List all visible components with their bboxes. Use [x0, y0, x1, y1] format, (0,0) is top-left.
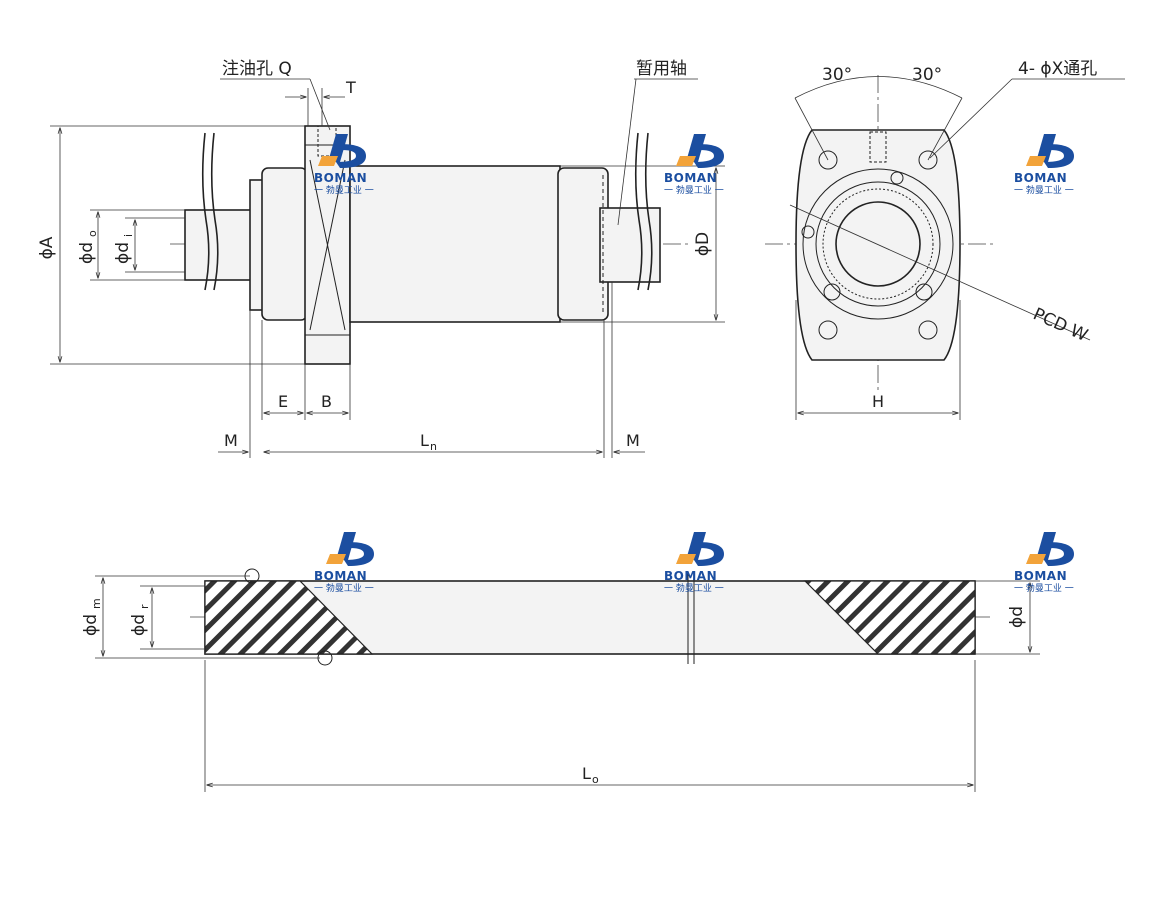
angle-left-label: 30° — [822, 65, 852, 85]
logo-mark-icon — [1036, 532, 1056, 560]
watermark-logo: BOMAN 一 勃曼工业 一 — [1014, 134, 1074, 196]
dim-dr-sub: r — [138, 604, 151, 609]
dim-H-label: H — [872, 392, 884, 411]
bolt-hole-2 — [918, 150, 938, 170]
oil-hole-label: 注油孔 Q — [222, 59, 292, 79]
logo-brand-cn: 一 勃曼工业 一 — [314, 582, 374, 594]
logo-brand: BOMAN — [314, 171, 367, 185]
logo-brand-cn: 一 勃曼工业 一 — [1014, 582, 1074, 594]
logo-brand: BOMAN — [314, 569, 367, 583]
dim-B-label: B — [321, 392, 332, 411]
bolt-hole-1 — [818, 150, 838, 170]
pcd-label: PCD W — [1030, 304, 1091, 346]
dim-E-label: E — [278, 392, 288, 411]
dim-do-label: ϕd — [77, 242, 97, 264]
dim-D-label: ϕD — [693, 232, 713, 256]
logo-mark-icon — [336, 532, 356, 560]
nut-body — [349, 165, 561, 323]
dim-M-right-label: M — [626, 431, 640, 450]
logo-mark-icon — [328, 134, 348, 162]
logo-brand: BOMAN — [664, 171, 717, 185]
watermark-logo: BOMAN 一 勃曼工业 一 — [664, 134, 724, 196]
watermark-logo: BOMAN 一 勃曼工业 一 — [314, 532, 374, 594]
dim-Lo-label: L — [582, 764, 591, 783]
shaft-label: 暂用轴 — [636, 59, 687, 79]
logo-brand-cn: 一 勃曼工业 一 — [664, 184, 724, 196]
angle-right-label: 30° — [912, 65, 942, 85]
left-collar — [261, 167, 308, 321]
watermark-logo: BOMAN 一 勃曼工业 一 — [664, 532, 724, 594]
screw-view: ϕd m ϕd r ϕd L o — [81, 568, 1040, 792]
left-thread-section — [204, 580, 374, 655]
watermark-logo: BOMAN 一 勃曼工业 一 — [314, 134, 374, 196]
side-view: 30° 30° 4- ϕX通孔 PCD W H — [765, 59, 1125, 420]
logo-mark-icon — [686, 532, 706, 560]
dim-Lo-sub: o — [592, 773, 599, 786]
dim-T-label: T — [345, 78, 356, 97]
holes-label: 4- ϕX通孔 — [1018, 59, 1097, 79]
logo-mark-icon — [686, 134, 706, 162]
front-view: ϕA ϕd o ϕd i ϕD 注油孔 Q T 暂用轴 — [37, 59, 725, 458]
dim-A-label: ϕA — [37, 236, 57, 259]
logo-mark-icon — [1036, 134, 1056, 162]
logo-brand-cn: 一 勃曼工业 一 — [1014, 184, 1074, 196]
left-wire-clip — [201, 132, 210, 291]
dim-do-sub: o — [86, 230, 99, 237]
dim-M-left-label: M — [224, 431, 238, 450]
logo-brand-cn: 一 勃曼工业 一 — [314, 184, 374, 196]
dim-Ln-label: L — [420, 431, 429, 450]
bolt-hole-3 — [818, 320, 838, 340]
watermark-logo: BOMAN 一 勃曼工业 一 — [1014, 532, 1074, 594]
dim-dm-label: ϕd — [81, 614, 101, 636]
logo-brand: BOMAN — [664, 569, 717, 583]
logo-brand: BOMAN — [1014, 171, 1067, 185]
dim-dm-sub: m — [90, 598, 103, 609]
pcd-leader — [789, 204, 1091, 341]
nut-outer-circle — [802, 168, 954, 320]
dim-Ln-sub: n — [430, 440, 437, 453]
dim-di-label: ϕd — [113, 242, 133, 264]
dim-di-sub: i — [122, 234, 135, 237]
right-wire-clip — [634, 132, 643, 291]
angle-arc — [794, 76, 963, 99]
logo-brand: BOMAN — [1014, 569, 1067, 583]
right-shaft-stub — [599, 207, 661, 283]
bolt-hole-4 — [918, 320, 938, 340]
dim-dr-label: ϕd — [129, 614, 149, 636]
bore-circle — [835, 201, 921, 287]
logo-brand-cn: 一 勃曼工业 一 — [664, 582, 724, 594]
dim-d-label: ϕd — [1007, 606, 1027, 628]
